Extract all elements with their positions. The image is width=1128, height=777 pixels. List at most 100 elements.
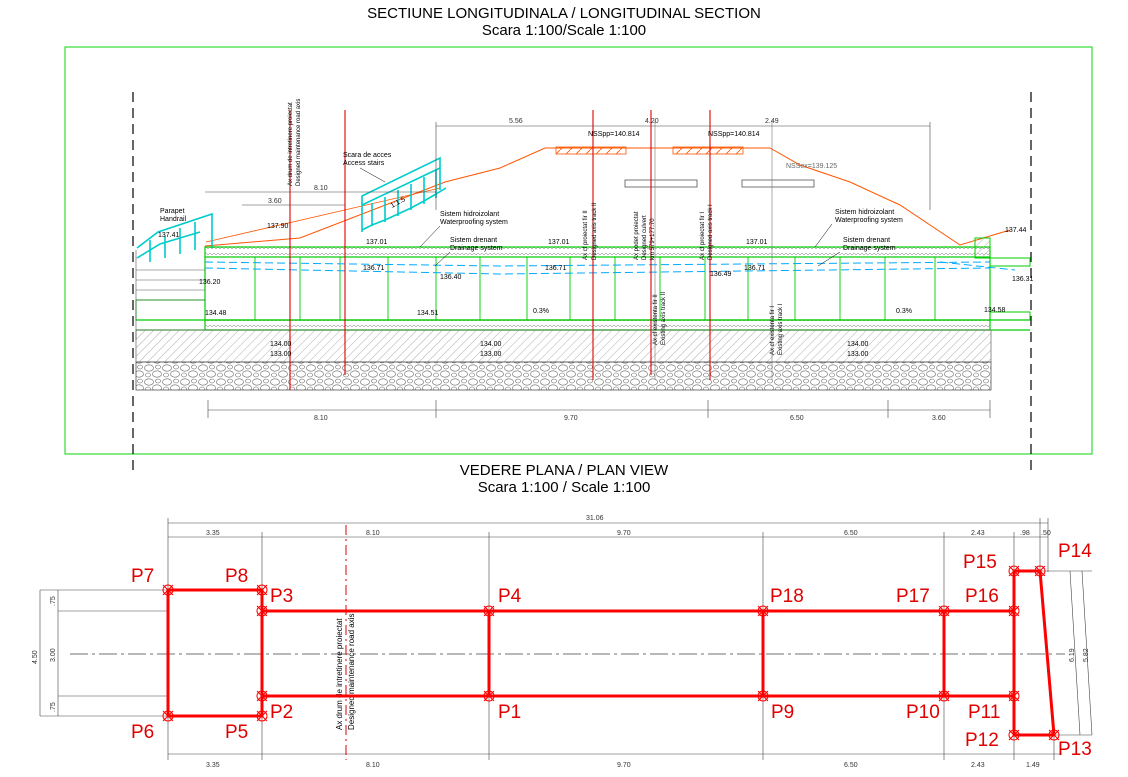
note-slope-2: 0.3% [896, 308, 912, 315]
plan-dim-left-075-top: .75 [50, 596, 57, 606]
existing-track-ii [624, 179, 698, 188]
level-133-00-a: 133.00 [270, 351, 292, 358]
level-133-00-c: 133.00 [847, 351, 869, 358]
plan-dim-top-3-35: 3.35 [206, 530, 220, 537]
axis-track-i-ro: Ax cf proiectat fir I [700, 212, 706, 260]
label-p7: P7 [131, 566, 154, 587]
note-handrail: Handrail [160, 216, 187, 223]
track-i-sleeper [672, 146, 744, 155]
level-137-01-b: 137.01 [548, 239, 570, 246]
plan-dim-bottom-3-35: 3.35 [206, 762, 220, 769]
label-p2: P2 [270, 702, 293, 723]
existing-axis-lines [654, 120, 773, 380]
section-notes: Parapet Handrail Scara de acces Access s… [160, 131, 912, 315]
track-ii-sleeper [555, 146, 627, 155]
plan-title: VEDERE PLANA / PLAN VIEW Scara 1:100 / S… [0, 462, 1128, 496]
section-frame [64, 46, 1093, 455]
plan-dim-bottom-6-50: 6.50 [844, 762, 858, 769]
point-markers [162, 565, 1060, 741]
note-waterproof-ro-1: Sistem hidroizolant [440, 211, 499, 218]
level-136-40: 136.40 [440, 274, 462, 281]
dim-6-50-bottom: 6.50 [790, 415, 804, 422]
level-136-49: 136.49 [710, 271, 732, 278]
axis-exist-i-ro: Ax cf existenta fir I [770, 306, 776, 355]
axis-track-i-en: Designed axis track I [708, 204, 714, 260]
note-leaders [359, 167, 841, 267]
dim-4-20: 4.20 [645, 118, 659, 125]
level-136-31: 136.31 [1012, 276, 1034, 283]
note-drain-ro-2: Sistem drenant [843, 237, 890, 244]
plan-dim-bottom-8-10: 8.10 [366, 762, 380, 769]
plan-dim-top-098: .98 [1020, 530, 1030, 537]
plan-dim-lines [39, 518, 1093, 760]
axis-exist-ii-ro: Ax cf existenta fir II [653, 294, 659, 345]
marker-p4 [483, 605, 495, 617]
marker-p1 [483, 690, 495, 702]
plan-dim-left-4-50: 4.50 [32, 650, 39, 664]
marker-p14 [1034, 565, 1046, 577]
level-137-01-c: 137.01 [746, 239, 768, 246]
plan-axis-ro: Ax drum de intretinere proiectat [335, 618, 344, 730]
marker-p7 [162, 584, 174, 596]
note-drain-ro-1: Sistem drenant [450, 237, 497, 244]
plan-axis-en: Designed maintenance road axis [347, 613, 356, 730]
axis-culvert-km: km 579+177.70 [650, 218, 656, 260]
dim-5-56: 5.56 [509, 118, 523, 125]
plan-dim-top-8-10: 8.10 [366, 530, 380, 537]
left-wall-lines [135, 250, 205, 340]
label-p4: P4 [498, 586, 522, 607]
plan-outlines [166, 569, 1056, 737]
marker-p11 [1008, 690, 1020, 702]
note-stairs-en: Access stairs [343, 160, 385, 167]
note-waterproof-en-2: Waterproofing system [835, 217, 903, 224]
level-134-51: 134.51 [417, 310, 439, 317]
drainage-lines [204, 261, 1016, 275]
section-scale: Scara 1:100/Scale 1:100 [481, 22, 647, 39]
plan-dim-right-5-82: 5.82 [1083, 648, 1090, 662]
marker-p3 [256, 605, 268, 617]
level-134-00-c: 134.00 [847, 341, 869, 348]
axis-exist-ii-en: Existing axis track II [661, 292, 667, 345]
label-p13: P13 [1058, 739, 1092, 760]
marker-p16 [1008, 605, 1020, 617]
embankment-line [204, 147, 1011, 247]
note-slope-1: 0.3% [533, 308, 549, 315]
stair-slope-line [205, 187, 441, 243]
label-p9: P9 [771, 702, 794, 723]
marker-p12 [1008, 729, 1020, 741]
axis-road-ro: Ax drum de intretinere proiectat [288, 102, 294, 186]
label-p12: P12 [965, 730, 999, 751]
foundation-stones [135, 361, 992, 391]
handrail-left [136, 212, 213, 262]
section-levels: 137.41 137.90 137.01 137.01 137.01 137.4… [158, 223, 1034, 358]
axis-track-ii-en: Designed axis track II [592, 202, 598, 260]
axis-culvert-en: Designed culvert [642, 215, 648, 260]
label-p14: P14 [1058, 541, 1092, 562]
axis-culvert-ro: Ax podet proiectat [634, 211, 640, 260]
marker-p5 [256, 710, 268, 722]
level-134-00-a: 134.00 [270, 341, 292, 348]
note-stairs-ro: Scara de acces [343, 152, 392, 159]
axis-road-en: Designed maintenance road axis [296, 99, 302, 186]
level-136-71-b: 136.71 [545, 265, 567, 272]
label-p8: P8 [225, 566, 248, 587]
label-p3: P3 [270, 586, 293, 607]
plan-dim-right-6-19: 6.19 [1069, 648, 1076, 662]
marker-p6 [162, 710, 174, 722]
dim-8-10-top: 8.10 [314, 185, 328, 192]
level-136-20: 136.20 [199, 279, 221, 286]
plan-title-text: VEDERE PLANA / PLAN VIEW [459, 462, 669, 479]
plan-dim-bottom-2-43: 2.43 [971, 762, 985, 769]
marker-p15 [1008, 565, 1020, 577]
plan-dim-top-050: .50 [1041, 530, 1051, 537]
level-133-00-b: 133.00 [480, 351, 502, 358]
plan-dim-top-6-50: 6.50 [844, 530, 858, 537]
marker-p13 [1048, 729, 1060, 741]
dim-9-70-bottom: 9.70 [564, 415, 578, 422]
marker-p9 [757, 690, 769, 702]
plan-dim-left-3-00: 3.00 [50, 648, 57, 662]
marker-p17 [938, 605, 950, 617]
plan-dim-bottom-9-70: 9.70 [617, 762, 631, 769]
plan-dim-top-2-43: 2.43 [971, 530, 985, 537]
